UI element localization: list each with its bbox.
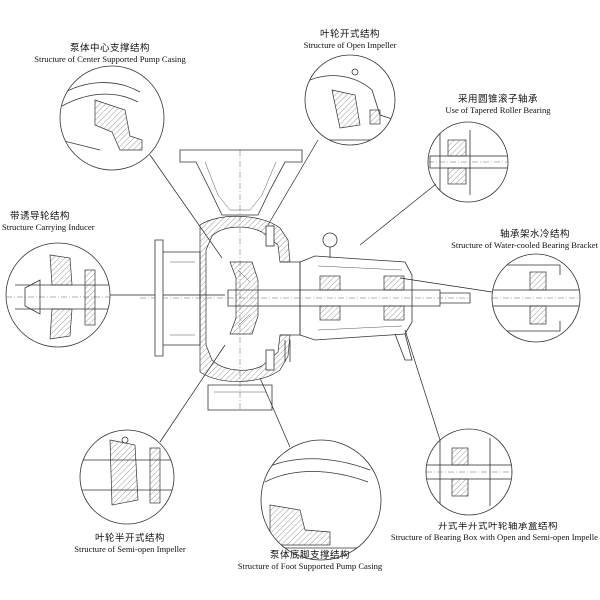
- caption-zh: 采用圆锥滚子轴承: [457, 94, 538, 105]
- caption-en: Structure of Water-cooled Bearing Bracke…: [451, 239, 598, 250]
- detail-bearing-box: [425, 428, 513, 516]
- caption-zh: 开式半开式叶轮轴承盒结构: [437, 522, 558, 532]
- caption-carrying-inducer: 带诱导轮结构 Structure Carrying Inducer: [2, 211, 142, 233]
- caption-tapered-roller-bearing: 采用圆锥滚子轴承 Use of Tapered Roller Bearing: [418, 94, 578, 116]
- caption-en: Use of Tapered Roller Bearing: [445, 104, 551, 115]
- caption-zh: 轴承架水冷结构: [499, 229, 570, 240]
- detail-semi-open-impeller: [79, 429, 175, 525]
- caption-zh: 带诱导轮结构: [10, 211, 71, 222]
- caption-open-impeller: 叶轮开式结构 Structure of Open Impeller: [275, 29, 425, 51]
- caption-en: Structure of Semi-open Impeller: [74, 543, 186, 554]
- caption-en: Structure Carrying Inducer: [2, 221, 95, 232]
- caption-foot-supported-casing: 泵体底脚支撑结构 Structure of Foot Supported Pum…: [215, 550, 405, 572]
- caption-en: Structure of Bearing Box with Open and S…: [390, 531, 598, 542]
- caption-center-supported-casing: 泵体中心支撑结构 Structure of Center Supported P…: [15, 43, 205, 65]
- caption-en: Structure of Foot Supported Pump Casing: [237, 560, 383, 571]
- leader-lines: [110, 139, 493, 448]
- caption-zh: 泵体底脚支撑结构: [269, 550, 350, 561]
- detail-open-impeller: [304, 54, 396, 146]
- caption-water-cooled-bracket: 轴承架水冷结构 Structure of Water-cooled Bearin…: [420, 229, 598, 251]
- caption-en: Structure of Open Impeller: [303, 39, 397, 50]
- caption-en: Structure of Center Supported Pump Casin…: [34, 53, 186, 64]
- main-pump-section: [140, 149, 471, 411]
- detail-water-cooled-bracket: [491, 253, 581, 343]
- detail-tapered-roller-bearing: [427, 121, 509, 203]
- detail-carrying-inducer: [5, 242, 111, 348]
- caption-bearing-box-open-semi: 开式半开式叶轮轴承盒结构 Structure of Bearing Box wi…: [362, 522, 598, 543]
- detail-center-supported-casing: [59, 65, 165, 171]
- caption-semi-open-impeller: 叶轮半开式结构 Structure of Semi-open Impeller: [50, 533, 210, 555]
- caption-zh: 泵体中心支撑结构: [69, 43, 150, 54]
- caption-zh: 叶轮半开式结构: [94, 533, 165, 544]
- caption-zh: 叶轮开式结构: [319, 29, 380, 40]
